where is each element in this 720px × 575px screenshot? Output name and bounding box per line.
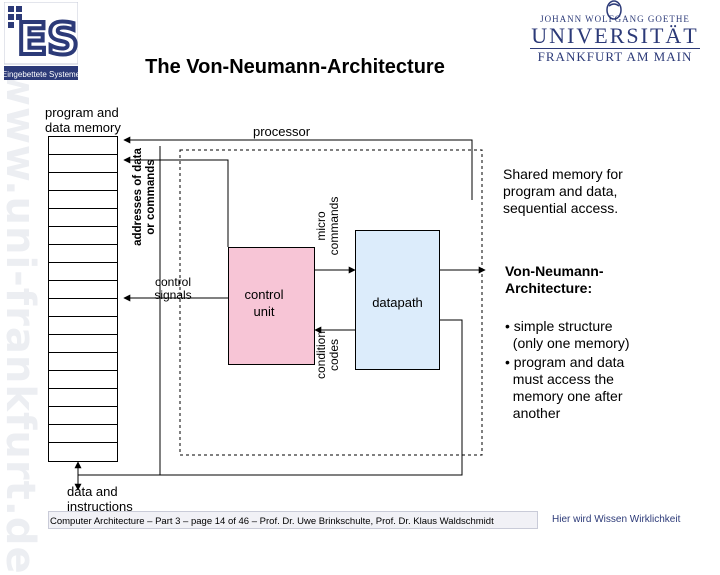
memory-cell [48, 406, 118, 424]
shared-memory-text: Shared memory for program and data, sequ… [503, 166, 623, 216]
processor-label: processor [253, 124, 311, 139]
page-title: The Von-Neumann-Architecture [145, 56, 445, 78]
condition-codes-label: condition codes [314, 330, 341, 380]
es-logo-mark: ES [17, 14, 78, 65]
memory-cell [48, 370, 118, 388]
footer-text: Computer Architecture – Part 3 – page 14… [50, 516, 494, 527]
bullet-list: • simple structure (only one memory) • p… [505, 318, 710, 422]
memory-label: program and data memory [45, 105, 121, 135]
bullet-item: • program and data must access the memor… [505, 354, 625, 421]
memory-cell [48, 298, 118, 316]
datapath-label: datapath [372, 295, 423, 310]
memory-cell [48, 388, 118, 406]
memory-cell [48, 442, 118, 462]
footer-slogan: Hier wird Wissen Wirklichkeit [552, 514, 681, 525]
memory-cell [48, 244, 118, 262]
bullet-item: • simple structure (only one memory) [505, 318, 630, 351]
control-unit-box: control unit [228, 247, 315, 365]
control-signals-label: control signals [154, 275, 192, 302]
goethe-portrait-icon [600, 0, 628, 25]
footer-bar [48, 511, 538, 529]
memory-cell [48, 154, 118, 172]
memory-cell [48, 280, 118, 298]
memory-cell [48, 424, 118, 442]
memory-cell [48, 190, 118, 208]
university-top: JOHANN WOLFGANG GOETHE [540, 14, 690, 24]
addresses-label: addresses of data or commands [132, 148, 157, 246]
es-logo-text: Eingebettete Systeme [4, 70, 78, 79]
university-name: UNIVERSITÄT [531, 23, 699, 48]
university-city: FRANKFURT AM MAIN [537, 49, 693, 64]
datapath-box: datapath [355, 230, 440, 370]
memory-cell [48, 352, 118, 370]
university-logo: JOHANN WOLFGANG GOETHE UNIVERSITÄT FRANK… [520, 14, 710, 65]
memory-cell [48, 262, 118, 280]
memory-cell [48, 316, 118, 334]
memory-cell [48, 172, 118, 190]
processor-frame [179, 149, 483, 456]
es-logo: ES Eingebettete Systeme [2, 1, 81, 82]
control-unit-label: control unit [244, 287, 284, 319]
memory-cell [48, 208, 118, 226]
memory-cell [48, 226, 118, 244]
data-instructions-label: data and instructions [67, 484, 133, 514]
diagram-lines [74, 136, 486, 491]
memory-cell [48, 334, 118, 352]
memory-cell [48, 136, 118, 154]
von-neumann-heading: Von-Neumann- Architecture: [505, 263, 604, 296]
micro-commands-label: micro commands [314, 196, 341, 256]
